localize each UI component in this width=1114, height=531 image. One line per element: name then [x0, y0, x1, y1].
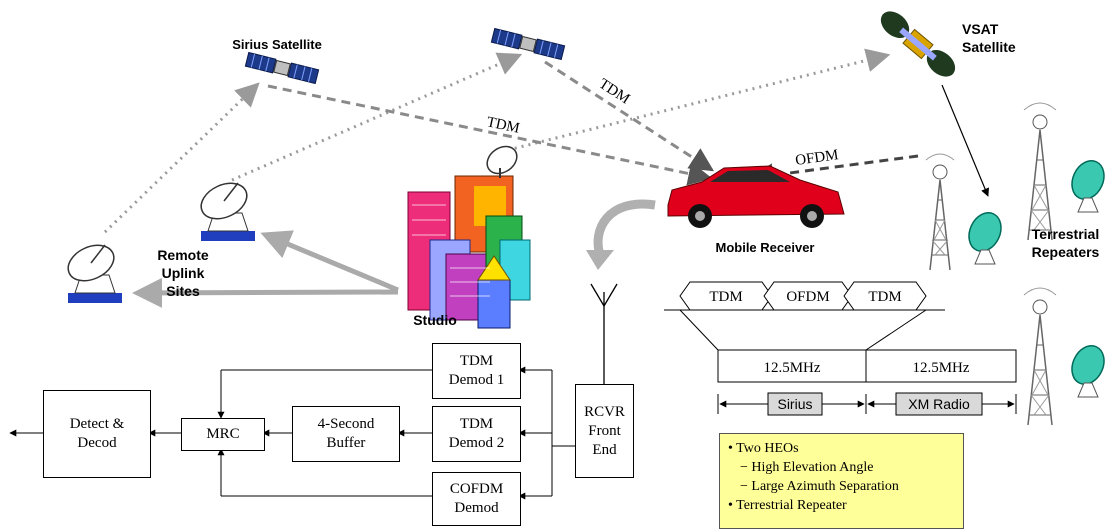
repeater-tower-3-icon — [1023, 287, 1057, 426]
curved-arrow-head-icon — [586, 250, 614, 270]
band-xm-label: 12.5MHz — [912, 360, 969, 376]
mobile-receiver-car-icon — [667, 165, 845, 228]
tdm-demod-1-block: TDM Demod 1 — [432, 343, 521, 399]
satellite-links — [103, 48, 989, 234]
notes-box: • Two HEOs − High Elevation Angle − Larg… — [719, 433, 964, 529]
detect-decode-block: Detect & Decod — [43, 390, 151, 478]
zoom-line-mid — [865, 309, 927, 351]
signal-frame — [679, 281, 927, 311]
repeater-dish-3-icon — [1071, 345, 1105, 398]
note-azimuth-separation: − Large Azimuth Separation — [740, 479, 899, 494]
sirius-satellite-icon — [244, 51, 320, 85]
band-sirius-label: 12.5MHz — [763, 360, 820, 376]
mrc-block: MRC — [181, 418, 265, 451]
repeater-dish-1-icon — [968, 212, 1002, 265]
operator-sirius-label: Sirius — [777, 396, 812, 412]
vsat-satellite-label: VSAT Satellite — [962, 21, 1016, 55]
remote-uplink-dish-icon — [67, 244, 122, 303]
curved-arrow-icon — [593, 199, 656, 257]
repeater-tower-1-icon — [925, 153, 955, 271]
vsat-satellite-icon — [880, 11, 956, 77]
studio-buildings-icon — [407, 145, 531, 329]
tdm-label-2: TDM — [596, 76, 633, 108]
zoom-line-left — [679, 309, 719, 351]
vsat-to-repeater — [941, 84, 989, 197]
ofdm-label: OFDM — [794, 147, 839, 169]
note-bullet-terrestrial-repeater: • Terrestrial Repeater — [728, 498, 847, 513]
sirius-satellite-2-icon — [490, 27, 566, 61]
sirius-satellite-label: Sirius Satellite — [232, 37, 322, 52]
buffer-block: 4-Second Buffer — [292, 406, 400, 462]
remote-uplink-sites-label: Remote Uplink Sites — [157, 247, 209, 299]
repeater-dish-2-icon — [1071, 160, 1105, 213]
note-high-elevation: − High Elevation Angle — [740, 460, 874, 475]
uplink-dish-2-icon — [200, 182, 255, 241]
rcvr-front-end-block: RCVR Front End — [575, 384, 634, 478]
terrestrial-repeaters-label: Terrestrial Repeaters — [1031, 226, 1100, 260]
tdm-label-1: TDM — [485, 114, 521, 137]
antenna-icon — [590, 283, 618, 384]
operator-sirius-box — [767, 392, 823, 416]
segment-tdm-1-label: TDM — [709, 289, 742, 305]
mobile-receiver-label: Mobile Receiver — [715, 240, 815, 255]
uplink-to-sirius-1 — [103, 82, 260, 234]
studio-to-uplink-2 — [260, 230, 399, 293]
block-wiring — [9, 366, 575, 500]
operator-xm-box — [895, 392, 983, 416]
tdm-downlink-2 — [544, 60, 715, 172]
tdm-demod-2-block: TDM Demod 2 — [432, 406, 521, 462]
repeater-tower-2-icon — [1023, 102, 1057, 241]
segment-tdm-2-label: TDM — [868, 289, 901, 305]
uplink-to-sirius-2 — [231, 52, 523, 182]
studio-label: Studio — [413, 312, 457, 328]
note-bullet-two-heos: • Two HEOs — [728, 441, 799, 456]
cofdm-demod-block: COFDM Demod — [432, 472, 521, 526]
tdm-downlink-1 — [267, 84, 713, 186]
studio-to-uplink-1 — [132, 277, 399, 308]
band-xm — [865, 349, 1017, 383]
uplink-to-vsat — [507, 48, 891, 152]
segment-ofdm-label: OFDM — [786, 289, 829, 305]
operator-xm-label: XM Radio — [908, 396, 970, 412]
